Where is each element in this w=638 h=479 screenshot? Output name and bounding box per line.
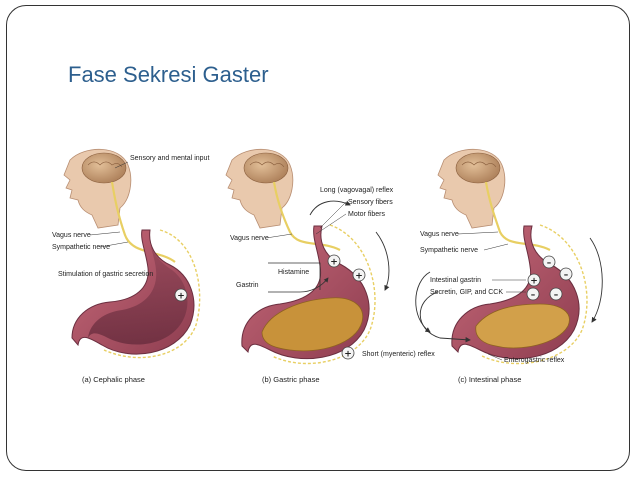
label-motor-fibers: Motor fibers <box>348 211 385 218</box>
intestinal-minus-icon-4 <box>549 287 563 301</box>
vagus-nerve-a <box>110 181 176 263</box>
caption-intestinal: (c) Intestinal phase <box>458 375 521 384</box>
gastric-plus-icon-2 <box>352 268 366 282</box>
panel-cephalic: + Sensory and mental input Vagus nerve S… <box>52 148 209 384</box>
intestinal-minus-icon-1 <box>542 255 556 269</box>
label-enterogastric: Enterogastric reflex <box>504 357 565 364</box>
svg-text:Sensory and mental input: Sensory and mental input <box>130 155 209 162</box>
slide-title: Fase Sekresi Gaster <box>68 62 269 87</box>
caption-cephalic: (a) Cephalic phase <box>82 375 145 384</box>
intestinal-minus-sign-1: – <box>547 259 552 269</box>
stimulation-plus-icon <box>174 288 188 302</box>
food-mass <box>261 297 364 352</box>
label-vagus-b: Vagus nerve <box>230 235 269 242</box>
intestinal-minus-sign-4: – <box>554 291 559 301</box>
intestinal-minus-sign-3: – <box>531 291 536 301</box>
intestinal-plus-sign: + <box>530 277 538 287</box>
intestinal-plus-icon <box>527 273 541 287</box>
label-vagus-c: Vagus nerve <box>420 231 459 238</box>
label-gastrin: Gastrin <box>236 282 259 289</box>
stimulation-sign-a: + <box>177 292 185 302</box>
label-sensory-input: Sensory and mental input <box>130 155 209 162</box>
caption-gastric: (b) Gastric phase <box>262 375 320 384</box>
label-secretin: Secretin, GIP, and CCK <box>430 289 503 296</box>
brain-c <box>455 152 501 184</box>
brain-b <box>243 152 289 184</box>
panel-intestinal: + – – – – Vagus nerve Sympathetic nerve … <box>415 148 603 384</box>
panel-gastric: + + + Long (vagovagal) reflex Sensory fi… <box>225 148 435 384</box>
gastric-sign-2: + <box>355 272 363 282</box>
gastric-sign-3: + <box>344 350 352 360</box>
gastric-plus-icon-1 <box>327 254 341 268</box>
label-stimulation: Stimulation of gastric secretion <box>58 271 153 278</box>
chyme-mass <box>475 303 570 349</box>
intestinal-minus-icon-2 <box>559 267 573 281</box>
label-intestinal-gastrin: Intestinal gastrin <box>430 277 481 284</box>
label-histamine: Histamine <box>278 269 309 276</box>
label-short-reflex: Short (myenteric) reflex <box>362 351 435 358</box>
gastric-sign-1: + <box>330 258 338 268</box>
label-sympathetic-a: Sympathetic nerve <box>52 244 110 251</box>
label-sensory-fibers: Sensory fibers <box>348 199 393 206</box>
short-reflex-plus-icon <box>341 346 355 360</box>
label-vagus-a: Vagus nerve <box>52 232 91 239</box>
label-long-reflex: Long (vagovagal) reflex <box>320 187 394 194</box>
intestinal-minus-sign-2: – <box>564 271 569 281</box>
intestinal-minus-icon-3 <box>526 287 540 301</box>
brain-a <box>81 152 127 184</box>
label-sympathetic-c: Sympathetic nerve <box>420 247 478 254</box>
